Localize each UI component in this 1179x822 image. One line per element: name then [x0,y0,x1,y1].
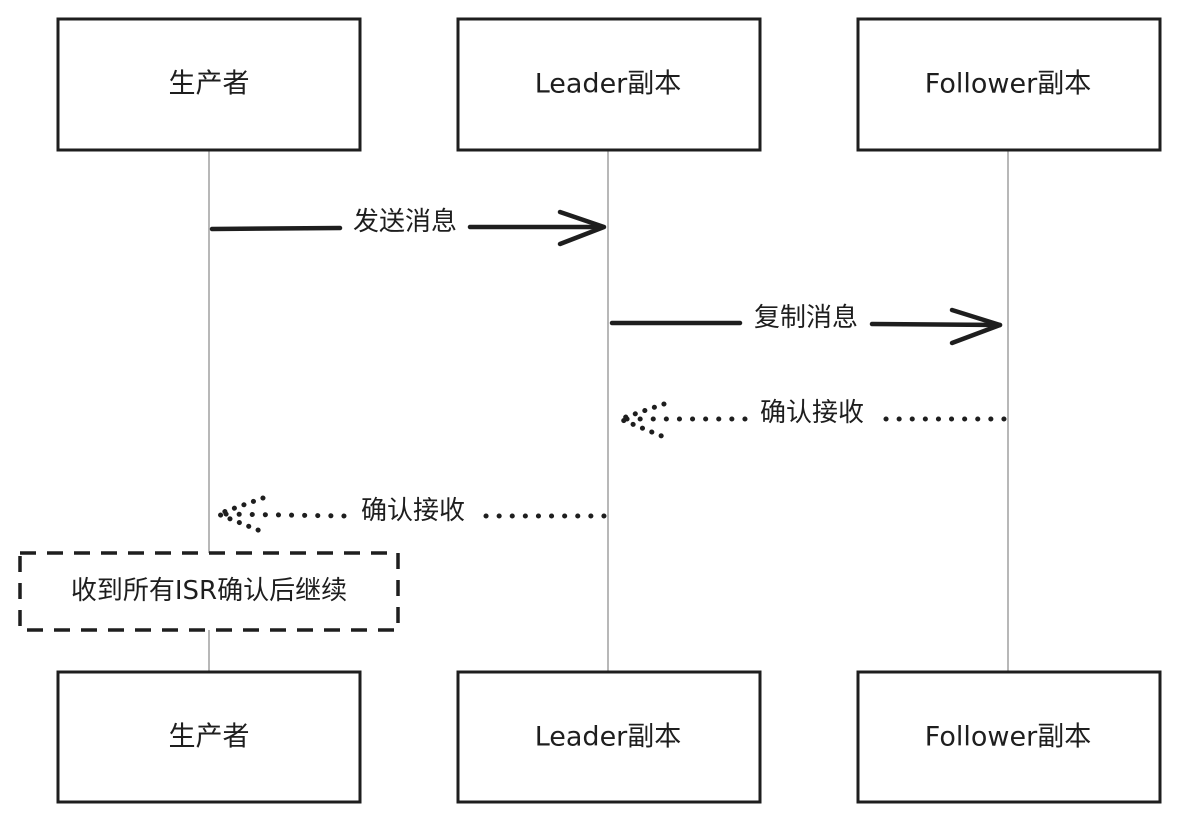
message-send: 发送消息 [209,207,607,247]
participant-top-leader: Leader副本 [456,17,762,152]
participant-label: Leader副本 [535,69,682,100]
arrowhead-icon [949,307,1003,346]
note-continue: 收到所有ISR确认后继续 [18,551,400,632]
message-label: 确认接收 [760,398,864,428]
message-label: 确认接收 [361,496,465,526]
participant-top-follower: Follower副本 [856,17,1162,152]
message-ack-leader: 确认接收 [210,495,607,535]
participant-bottom-leader: Leader副本 [456,670,762,804]
participant-label: Leader副本 [535,722,682,753]
note-label: 收到所有ISR确认后继续 [71,576,347,606]
participant-label: Follower副本 [925,722,1091,753]
participant-label: 生产者 [169,69,250,100]
message-ack-follower: 确认接收 [612,398,1007,440]
message-label: 发送消息 [353,207,457,237]
message-replicate: 复制消息 [609,303,1003,346]
participant-label: 生产者 [169,722,250,753]
message-label: 复制消息 [754,303,858,333]
arrowhead-icon [557,209,607,247]
arrowhead-icon [210,495,266,535]
participant-bottom-producer: 生产者 [56,670,362,804]
participant-top-producer: 生产者 [56,17,362,152]
participant-label: Follower副本 [925,69,1091,100]
participant-bottom-follower: Follower副本 [856,670,1162,804]
